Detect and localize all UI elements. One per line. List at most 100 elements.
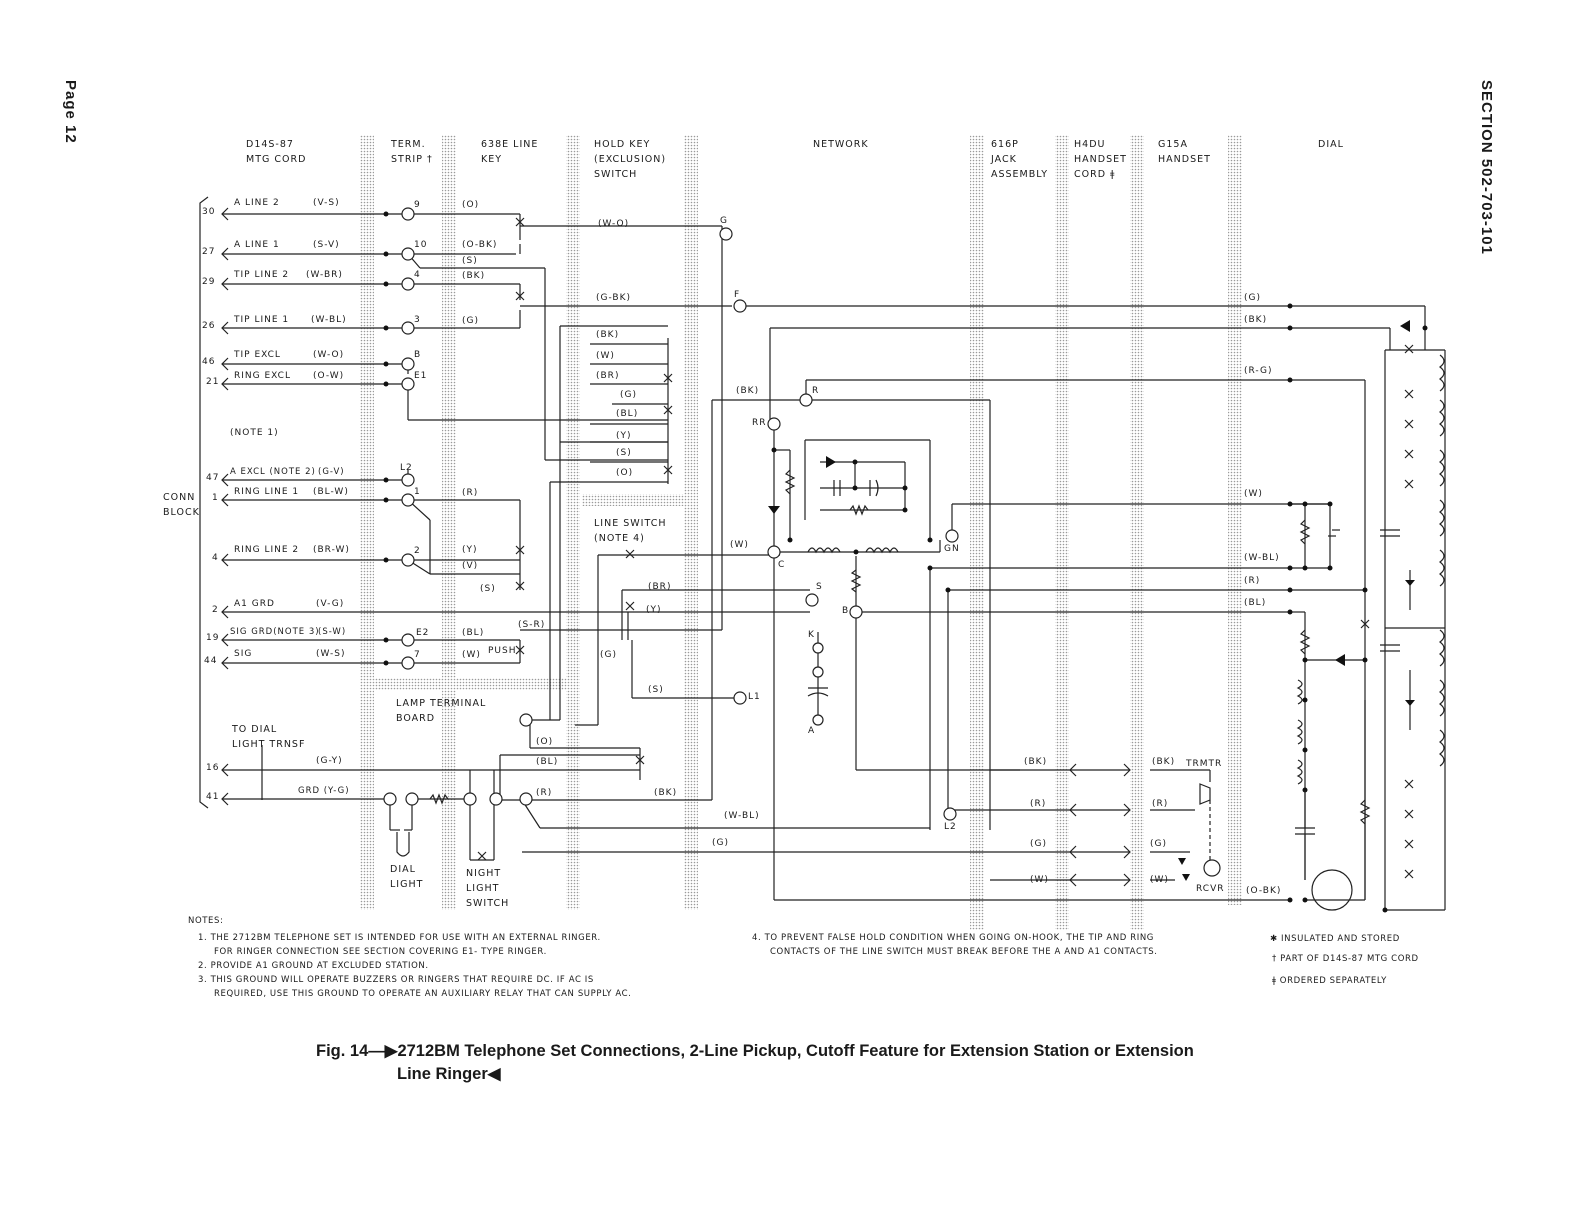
lead-number: 2 bbox=[212, 605, 219, 615]
hold-lead: (W) bbox=[596, 351, 615, 361]
lead-number: 29 bbox=[202, 277, 216, 287]
dial-lead: (R) bbox=[1244, 576, 1261, 586]
lead-name: RING LINE 1 bbox=[234, 487, 300, 497]
term-number: L2 bbox=[400, 463, 413, 473]
legend-ordered-separately: ǂ ORDERED SEPARATELY bbox=[1272, 976, 1387, 986]
dial-lead: (BK) bbox=[1244, 315, 1268, 325]
lead-number: 30 bbox=[202, 207, 216, 217]
dial-lead: (R-G) bbox=[1244, 366, 1273, 376]
note-4-line-2: CONTACTS OF THE LINE SWITCH MUST BREAK B… bbox=[770, 947, 1158, 957]
note-2: 2. PROVIDE A1 GROUND AT EXCLUDED STATION… bbox=[198, 961, 429, 971]
hold-lead: (BR) bbox=[596, 371, 620, 381]
header-dial: DIAL bbox=[1318, 139, 1344, 150]
jack-lead: (R) bbox=[1030, 799, 1047, 809]
handset-lead: (BK) bbox=[1152, 757, 1176, 767]
term-number: 4 bbox=[414, 270, 421, 280]
net-term-label: RR bbox=[752, 418, 767, 428]
lead-color: (W-O) bbox=[313, 350, 345, 360]
note-1-line-2: FOR RINGER CONNECTION SEE SECTION COVERI… bbox=[214, 947, 547, 957]
lead-number: 46 bbox=[202, 357, 216, 367]
lead-name: A1 GRD bbox=[234, 599, 275, 609]
misc-lead: (S) bbox=[648, 685, 664, 695]
varistors bbox=[768, 320, 1415, 881]
dial-lead: (W) bbox=[1244, 489, 1263, 499]
net-term-label: L1 bbox=[748, 692, 761, 702]
dial-lead: (O-BK) bbox=[1246, 886, 1282, 896]
key-color: (W) bbox=[462, 650, 481, 660]
hold-lead: (G-BK) bbox=[596, 293, 631, 303]
lead-color: (S-V) bbox=[313, 240, 340, 250]
lead-number: 1 bbox=[212, 493, 219, 503]
misc-lead: (O) bbox=[536, 737, 554, 747]
misc-lead: (BR) bbox=[648, 582, 672, 592]
key-color: (G) bbox=[462, 316, 479, 326]
header-term-strip: TERM.STRIP † bbox=[391, 139, 433, 165]
lead-color: (W-BR) bbox=[306, 270, 343, 280]
net-term-label: L2 bbox=[944, 822, 957, 832]
lead-number: 27 bbox=[202, 247, 216, 257]
dial-lead: (G) bbox=[1244, 293, 1261, 303]
misc-lead: (BL) bbox=[536, 757, 559, 767]
contact-marks bbox=[477, 217, 1414, 879]
conn-block-brace bbox=[199, 196, 209, 809]
lead-color: (V-S) bbox=[313, 198, 340, 208]
key-color: (O-BK) bbox=[462, 240, 498, 250]
trmtr-label: TRMTR bbox=[1186, 759, 1223, 769]
net-term-label: F bbox=[734, 290, 741, 300]
term-number: 10 bbox=[414, 240, 428, 250]
lead-name: TIP EXCL bbox=[234, 350, 281, 360]
line-switch-label: LINE SWITCH(NOTE 4) bbox=[594, 518, 667, 544]
sr-label: (S-R) bbox=[518, 620, 546, 630]
term-number: 1 bbox=[414, 487, 421, 497]
handset-lead: (W) bbox=[1150, 875, 1169, 885]
lead-color: (O-W) bbox=[313, 371, 345, 381]
terminals bbox=[383, 207, 959, 821]
note-1-line-1: 1. THE 2712BM TELEPHONE SET IS INTENDED … bbox=[198, 933, 601, 943]
misc-lead: (G) bbox=[712, 838, 729, 848]
key-color: (R) bbox=[462, 488, 479, 498]
key-color: (Y) bbox=[462, 545, 478, 555]
junction-dots bbox=[383, 211, 1428, 913]
lead-name: TIP LINE 1 bbox=[234, 315, 290, 325]
lead-name: SIG GRD(NOTE 3) bbox=[230, 627, 320, 637]
lead-color: (G-Y) bbox=[316, 756, 343, 766]
jack-lead: (G) bbox=[1030, 839, 1047, 849]
hold-lead: (W-O) bbox=[598, 219, 630, 229]
hold-lead: (BK) bbox=[596, 330, 620, 340]
lead-color: (BR-W) bbox=[313, 545, 350, 555]
misc-lead: (BK) bbox=[654, 788, 678, 798]
lead-name: RING EXCL bbox=[234, 371, 291, 381]
cord-connectors bbox=[221, 207, 1131, 887]
net-term-label: B bbox=[842, 606, 850, 616]
misc-lead: (R) bbox=[536, 788, 553, 798]
term-number: E1 bbox=[414, 371, 428, 381]
note-4-line-1: 4. TO PREVENT FALSE HOLD CONDITION WHEN … bbox=[752, 933, 1154, 943]
handset-wiring bbox=[521, 769, 1221, 881]
push-label: PUSH bbox=[488, 646, 517, 656]
key-color: (BL) bbox=[462, 628, 485, 638]
header-hold-key: HOLD KEY(EXCLUSION)SWITCH bbox=[594, 139, 667, 180]
lead-number: 19 bbox=[206, 633, 220, 643]
components bbox=[784, 354, 1445, 880]
lead-color: (BL-W) bbox=[313, 487, 349, 497]
lead-number: 41 bbox=[206, 792, 220, 802]
lead-color: (G-V) bbox=[318, 467, 345, 477]
lead-name: A LINE 2 bbox=[234, 198, 280, 208]
lead-name: A EXCL (NOTE 2) bbox=[230, 467, 316, 477]
line-key-wiring bbox=[407, 214, 732, 721]
rcvr-label: RCVR bbox=[1196, 884, 1225, 894]
handset-lead: (G) bbox=[1150, 839, 1167, 849]
key-color: (S) bbox=[462, 256, 478, 266]
net-term-label: C bbox=[778, 560, 786, 570]
lead-number: 21 bbox=[206, 377, 220, 387]
